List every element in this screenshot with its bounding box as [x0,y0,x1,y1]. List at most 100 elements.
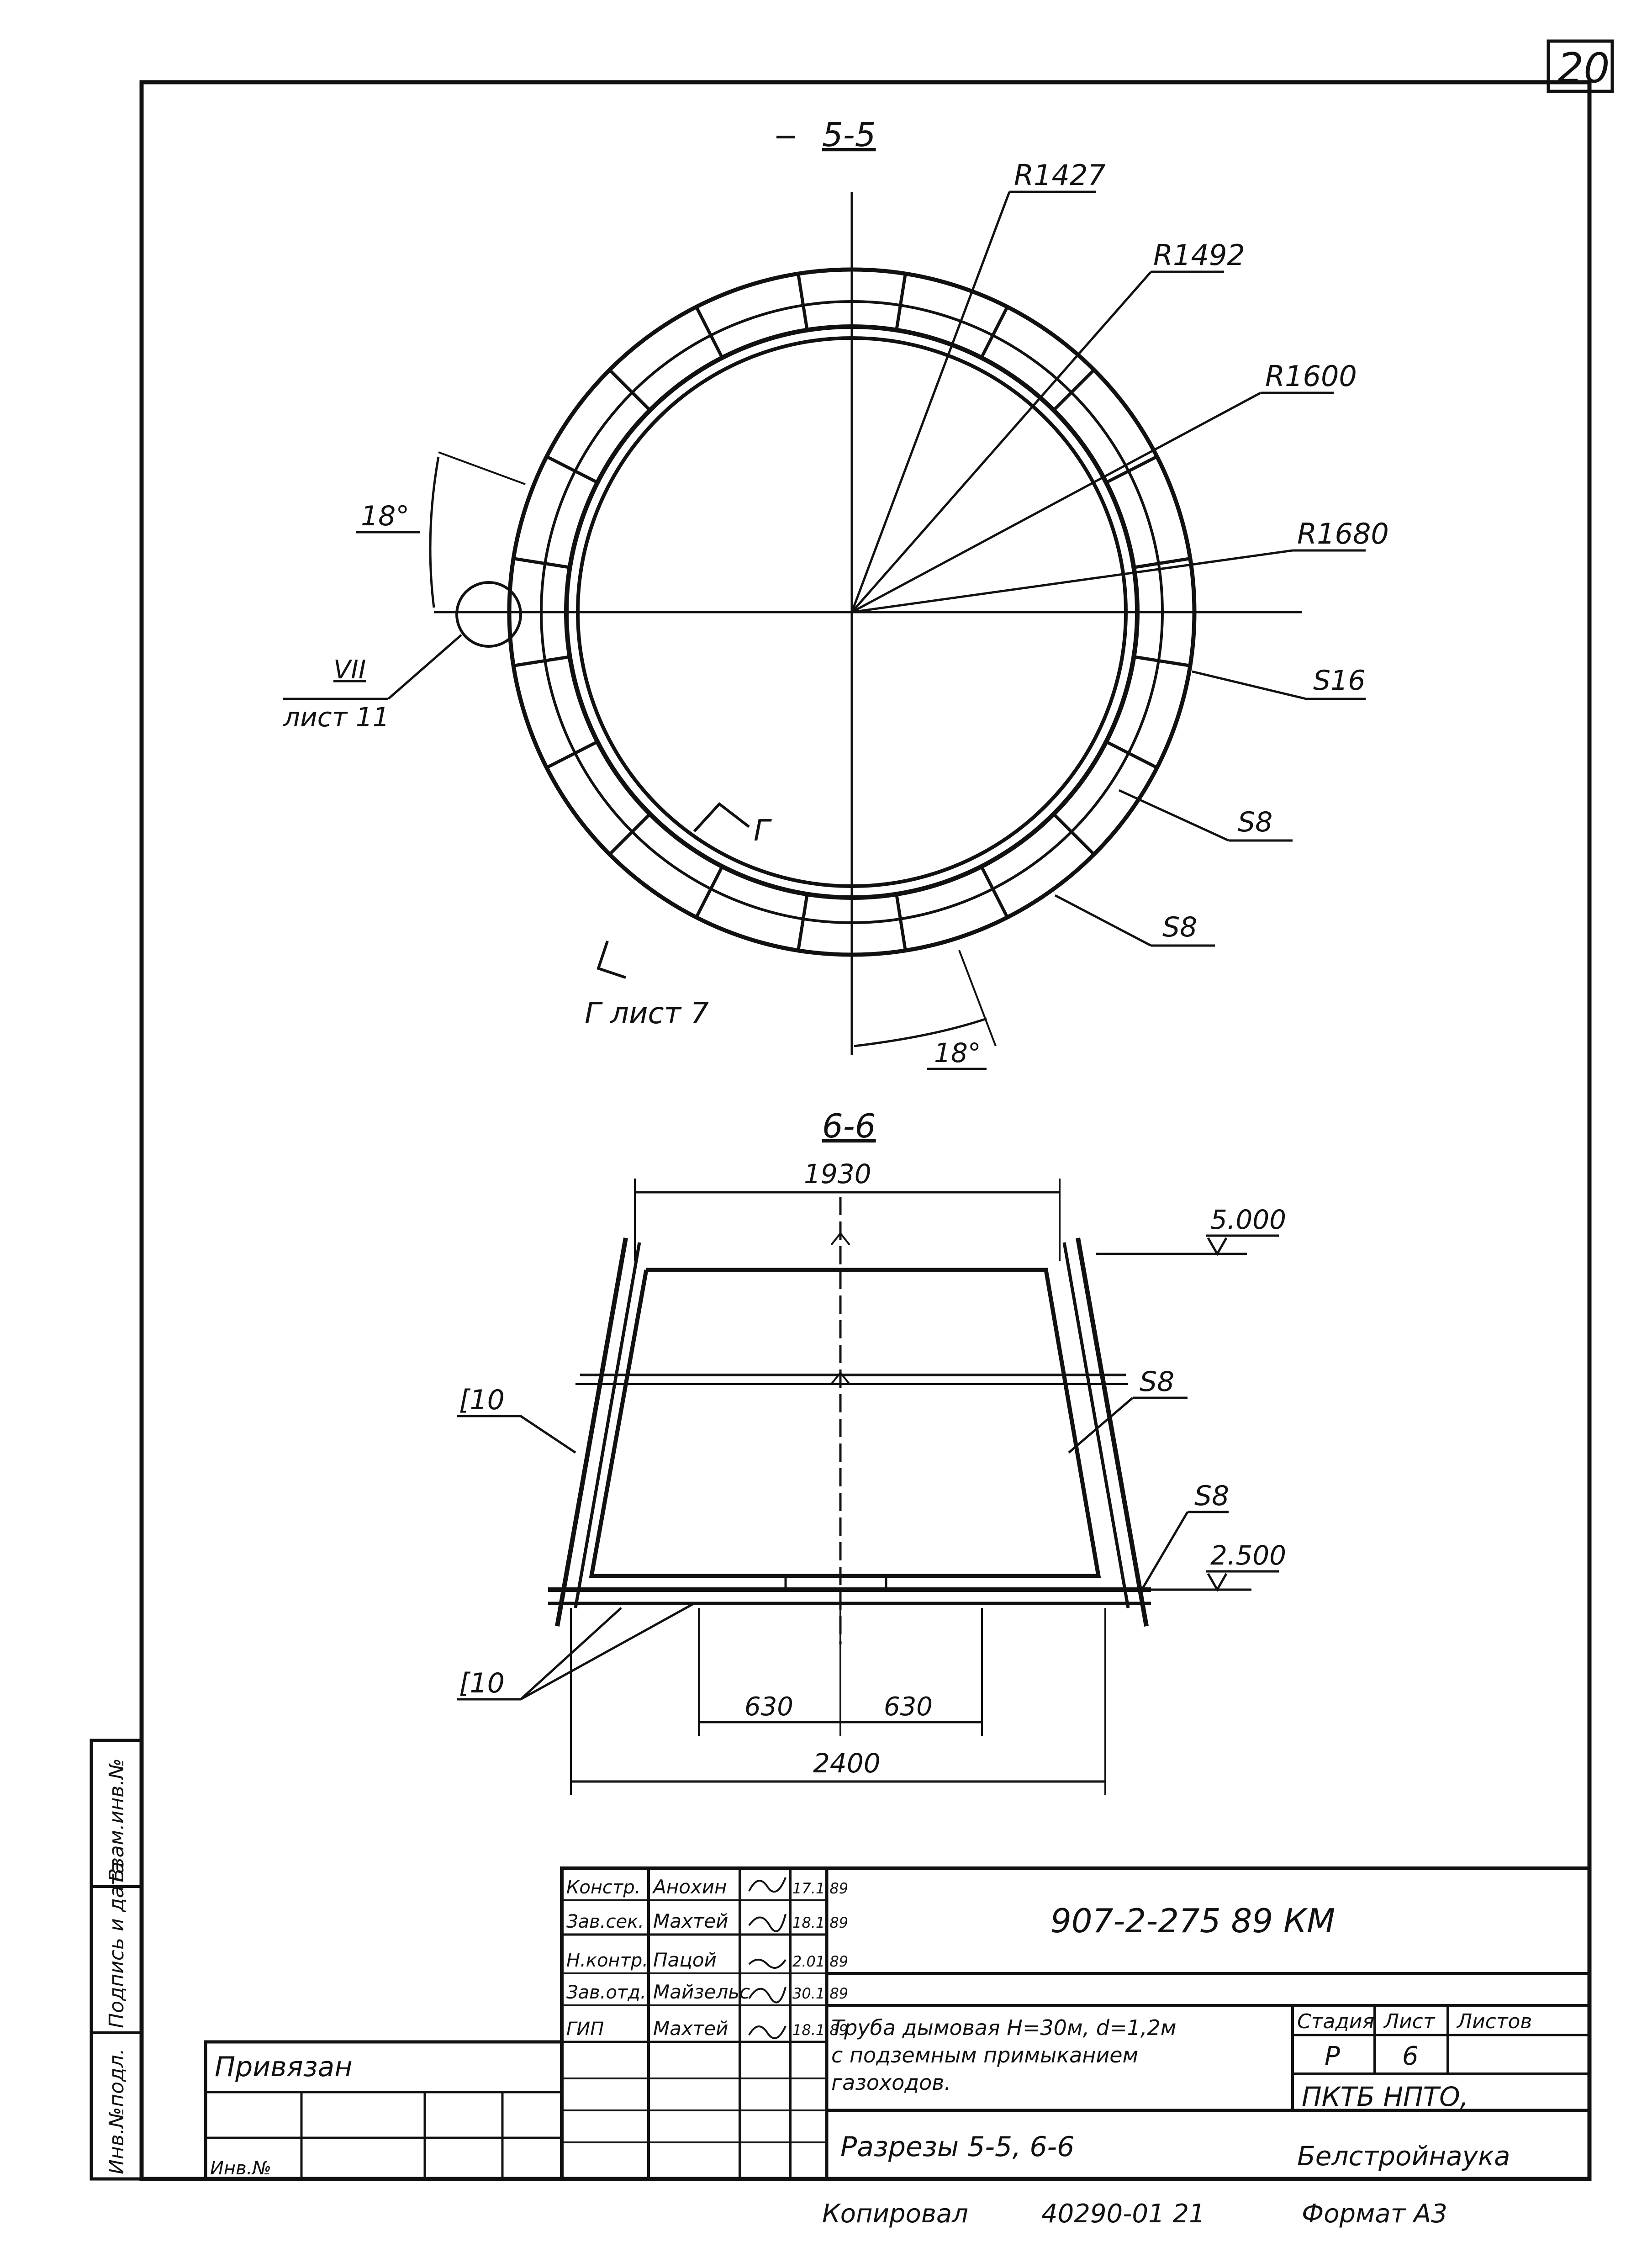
name-1: Анохин [652,1876,727,1898]
radial-rib [980,867,1008,918]
node-ref-sheet: лист 11 [283,702,390,733]
radial-rib [1106,740,1157,769]
dim-bottom-value: 2400 [813,1748,881,1779]
angle-label-left: 18° [361,500,409,532]
level-mark-bottom [1133,1570,1279,1592]
date-5: 18.1.89 [792,2021,848,2039]
object-title-2: с подземным примыканием [831,2043,1138,2067]
cut-ref-sheet: Г лист 7 [585,997,709,1031]
radial-rib [1135,655,1190,667]
format-label: Формат А3 [1302,2199,1447,2229]
sheets-header: Листов [1456,2010,1532,2033]
level-top-value: 5.000 [1210,1204,1286,1235]
inv-no-label: Инв.№ [210,2158,271,2179]
role-5: ГИП [566,2019,604,2040]
name-3: Пацой [653,1949,717,1971]
radius-leaders [850,190,1366,613]
dim-top-1930 [634,1179,1061,1261]
title-block: Привязан Инв.№ Констр. Зав.сек. Н.контр.… [204,1866,1591,2181]
node-ref-numeral: VII [333,655,366,685]
radial-rib [546,740,597,769]
date-2: 18.1.89 [792,1914,848,1931]
role-2: Зав.сек. [566,1911,644,1932]
radius-label-1427: R1427 [1014,159,1106,192]
radius-label-1680: R1680 [1297,517,1389,550]
dim-630-right: 630 [884,1692,933,1722]
role-4: Зав.отд. [566,1982,646,2003]
dim-630-630 [698,1608,983,1736]
radial-rib [1053,369,1095,411]
thickness-label-s16: S16 [1313,665,1365,697]
node-callout [283,581,522,700]
stamp-inv-orig: Инв.№подл. [105,2048,128,2174]
angle-dimension-bottom [854,950,997,1070]
sheet-name: Разрезы 5-5, 6-6 [840,2131,1074,2163]
stamp-sign-date: Подпись и дата [105,1862,128,2028]
radial-rib [695,867,723,918]
role-1: Констр. [566,1877,640,1898]
date-3: 2.01.89 [792,1953,848,1970]
level-mark-top [1096,1234,1279,1257]
stage-value: Р [1325,2041,1340,2071]
binding-label: Привязан [215,2051,353,2083]
center-lines [434,192,1302,1055]
section-5-5-title: 5-5 [822,116,876,154]
radial-rib [514,655,569,667]
angle-dimension-left [356,451,526,608]
thickness-label-s8-a: S8 [1238,806,1272,838]
label-c10-a: [10 [459,1384,505,1416]
side-stamp: Инв.№подл. Подпись и дата Взам.инв.№ [90,1739,143,2181]
radial-rib [695,307,723,358]
radial-rib [980,307,1008,358]
cut-marker-lower [597,941,626,979]
s8-leaders [1068,1396,1229,1591]
sheet-header: Лист [1383,2010,1436,2033]
tapered-shell [548,1197,1151,1644]
section-5-5: 5-5 R1427 R1492 [283,116,1389,1070]
radial-ribs [514,274,1190,950]
angle-label-bottom: 18° [934,1037,981,1068]
radial-rib [895,895,907,950]
object-title-1: Труба дымовая Н=30м, d=1,2м [831,2015,1176,2040]
name-5: Махтей [653,2017,728,2040]
section-6-6-title: 6-6 [822,1107,876,1145]
section-6-6: 6-6 1930 [457,1107,1286,1795]
date-1: 17.1.89 [792,1880,848,1897]
name-2: Махтей [653,1910,728,1932]
copied-label: Копировал [822,2199,968,2229]
radial-rib [546,455,597,484]
object-title-3: газоходов. [831,2070,951,2095]
radial-rib [609,369,650,411]
name-4: Майзельс [653,1981,750,2003]
label-s8-a: S8 [1140,1366,1174,1398]
radial-rib [1106,455,1157,484]
page-number-box: 20 [1547,39,1614,93]
sheet-value: 6 [1402,2041,1419,2071]
stamp-inv-replace: Взам.инв.№ [105,1758,128,1882]
copy-number: 40290-01 21 [1041,2199,1205,2229]
radial-rib [797,895,809,950]
date-4: 30.1.89 [792,1985,848,2002]
signatures [748,1877,787,2039]
radial-rib [895,274,907,329]
role-3: Н.контр. [566,1950,648,1971]
radius-label-1492: R1492 [1153,238,1245,272]
label-s8-b: S8 [1194,1480,1229,1512]
dim-bottom-2400 [570,1608,1106,1795]
org-line-2: Белстройнаука [1297,2141,1510,2172]
org-line-1: ПКТБ НПТО, [1302,2081,1468,2112]
level-bottom-value: 2.500 [1210,1540,1286,1571]
cut-ref-letter: Г [754,814,772,848]
channel-leaders [457,1415,695,1701]
radial-rib [1135,557,1190,569]
radial-rib [609,814,650,855]
thickness-leaders [1054,670,1366,947]
radial-rib [1053,814,1095,855]
radial-rib [514,557,569,569]
bottom-caption: Копировал 40290-01 21 Формат А3 [822,2199,1447,2229]
thickness-label-s8-b: S8 [1162,911,1197,943]
cut-marker-upper [693,802,750,833]
page-number: 20 [1557,44,1610,92]
dim-630-left: 630 [744,1692,793,1722]
